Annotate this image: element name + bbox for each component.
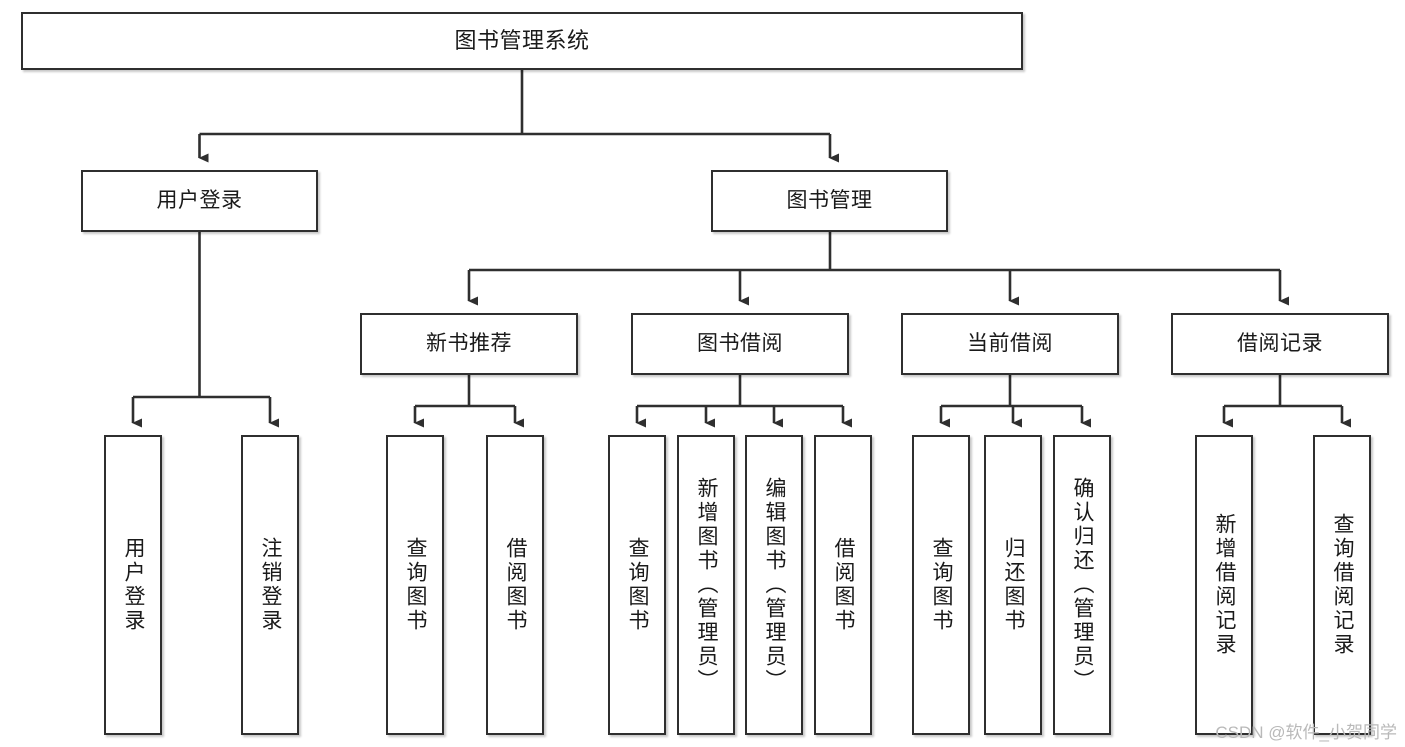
node-book-manage[interactable]: 图书管理 [711, 170, 948, 232]
leaf-borrow-edit-book[interactable]: 编辑图书（管理员） [745, 435, 803, 735]
connector-group-book-manage [467, 232, 1289, 306]
connector-group-borrow-record [1222, 375, 1351, 428]
leaf-user-login[interactable]: 用户登录 [104, 435, 162, 735]
leaf-borrow-add-book-label: 新增图书（管理员） [695, 477, 719, 693]
leaf-current-return-book[interactable]: 归还图书 [984, 435, 1042, 735]
connector-group-new-book-rec [413, 375, 524, 428]
node-book-manage-label: 图书管理 [786, 189, 873, 213]
leaf-borrow-query-book-label: 查询图书 [626, 537, 650, 633]
leaf-borrow-borrow-book-label: 借阅图书 [832, 537, 856, 633]
node-user-login[interactable]: 用户登录 [81, 170, 318, 232]
leaf-current-return-book-label: 归还图书 [1002, 537, 1026, 633]
node-new-book-rec[interactable]: 新书推荐 [360, 313, 578, 375]
leaf-user-login-label: 用户登录 [122, 537, 146, 633]
leaf-rec-borrow-book-label: 借阅图书 [504, 537, 528, 633]
leaf-borrow-borrow-book[interactable]: 借阅图书 [814, 435, 872, 735]
connector-group-user-login [131, 232, 279, 428]
leaf-record-query[interactable]: 查询借阅记录 [1313, 435, 1371, 735]
connector-group-root [198, 70, 839, 163]
node-current-borrow-label: 当前借阅 [967, 332, 1053, 356]
leaf-borrow-edit-book-label: 编辑图书（管理员） [763, 477, 787, 693]
connector-group-current-borrow [939, 375, 1091, 428]
leaf-current-confirm-return-label: 确认归还（管理员） [1071, 477, 1095, 693]
leaf-borrow-add-book[interactable]: 新增图书（管理员） [677, 435, 735, 735]
leaf-rec-borrow-book[interactable]: 借阅图书 [486, 435, 544, 735]
leaf-current-query-book[interactable]: 查询图书 [912, 435, 970, 735]
leaf-user-logout-label: 注销登录 [259, 537, 283, 633]
leaf-record-add[interactable]: 新增借阅记录 [1195, 435, 1253, 735]
node-root[interactable]: 图书管理系统 [21, 12, 1023, 70]
node-borrow-record[interactable]: 借阅记录 [1171, 313, 1389, 375]
node-book-borrow[interactable]: 图书借阅 [631, 313, 849, 375]
leaf-record-add-label: 新增借阅记录 [1213, 513, 1237, 657]
node-borrow-record-label: 借阅记录 [1237, 332, 1323, 356]
leaf-rec-query-book[interactable]: 查询图书 [386, 435, 444, 735]
connector-group-book-borrow [635, 375, 852, 428]
leaf-current-query-book-label: 查询图书 [930, 537, 954, 633]
leaf-rec-query-book-label: 查询图书 [404, 537, 428, 633]
leaf-user-logout[interactable]: 注销登录 [241, 435, 299, 735]
leaf-current-confirm-return[interactable]: 确认归还（管理员） [1053, 435, 1111, 735]
csdn-watermark: CSDN @软件_小贺同学 [1215, 723, 1397, 742]
node-user-login-label: 用户登录 [156, 189, 243, 213]
node-book-borrow-label: 图书借阅 [697, 332, 783, 356]
node-current-borrow[interactable]: 当前借阅 [901, 313, 1119, 375]
leaf-record-query-label: 查询借阅记录 [1331, 513, 1355, 657]
node-new-book-rec-label: 新书推荐 [426, 332, 512, 356]
leaf-borrow-query-book[interactable]: 查询图书 [608, 435, 666, 735]
node-root-label: 图书管理系统 [454, 27, 590, 53]
